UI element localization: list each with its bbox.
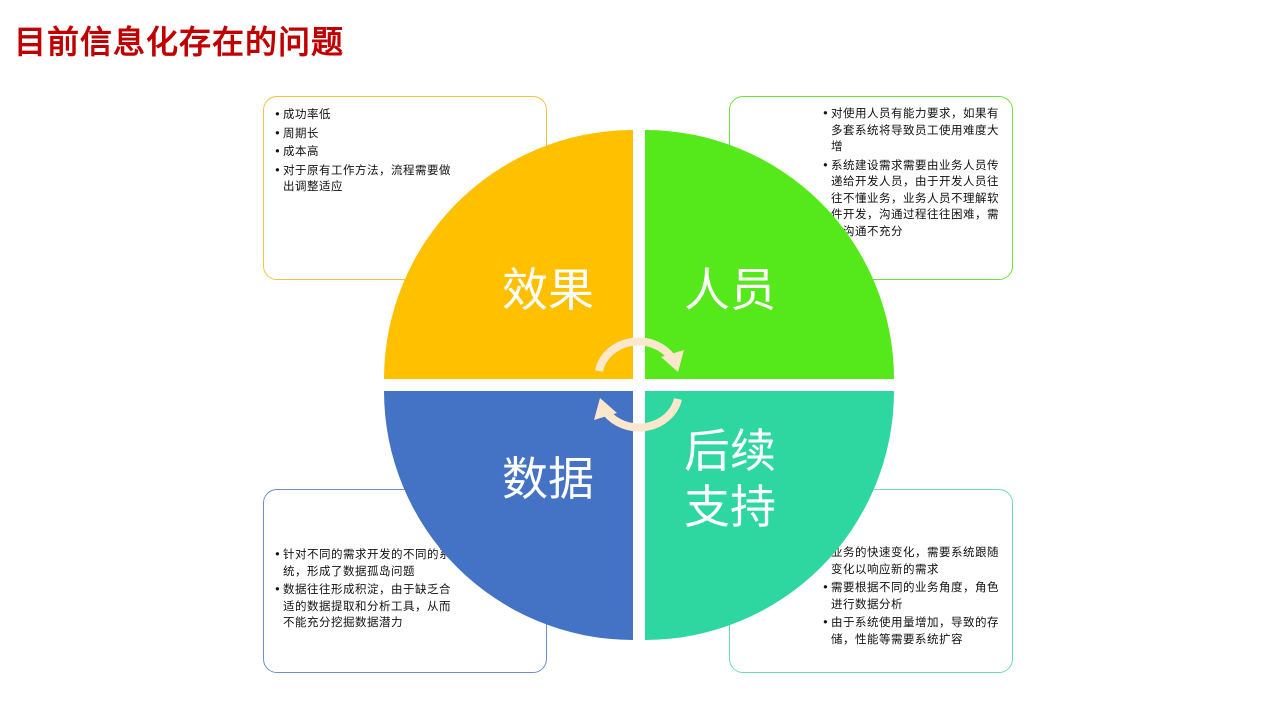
- bullet-item: 成本高: [274, 143, 459, 160]
- cycle-arrow-top-arc: [595, 337, 676, 372]
- personnel-bullet-list: 对使用人员有能力要求，如果有多套系统将导致员工使用难度大增 系统建设需求需要由业…: [822, 105, 1002, 241]
- support-bullet-list: 业务的快速变化，需要系统跟随变化以响应新的需求 需要根据不同的业务角度，角色进行…: [822, 544, 1004, 649]
- bullet-item: 由于系统使用量增加，导致的存储，性能等需要系统扩容: [822, 614, 1004, 647]
- data-quadrant: [384, 391, 633, 640]
- personnel-quadrant: [645, 130, 894, 379]
- bullet-item: 系统建设需求需要由业务人员传递给开发人员，由于开发人员往往不懂业务，业务人员不理…: [822, 157, 1002, 240]
- support-quadrant: [645, 391, 894, 640]
- cycle-arrow-bottom-arc: [602, 397, 682, 432]
- effect-label: 效果: [502, 263, 594, 317]
- cycle-arrow-top-head: [661, 350, 684, 372]
- bullet-item: 对于原有工作方法，流程需要做出调整适应: [274, 162, 459, 195]
- bullet-item: 针对不同的需求开发的不同的系统，形成了数据孤岛问题: [274, 546, 454, 579]
- cycle-arrows-icon: [594, 337, 684, 432]
- effect-bullet-list: 成功率低 周期长 成本高 对于原有工作方法，流程需要做出调整适应: [274, 106, 459, 197]
- bullet-item: 数据往往形成积淀，由于缺乏合适的数据提取和分析工具，从而不能充分挖掘数据潜力: [274, 581, 454, 631]
- slide-title: 目前信息化存在的问题: [14, 23, 345, 61]
- effect-quadrant: [384, 130, 633, 379]
- bullet-item: 业务的快速变化，需要系统跟随变化以响应新的需求: [822, 544, 1004, 577]
- data-label: 数据: [502, 452, 594, 506]
- bullet-item: 对使用人员有能力要求，如果有多套系统将导致员工使用难度大增: [822, 105, 1002, 155]
- bullet-item: 成功率低: [274, 106, 459, 123]
- data-bullet-list: 针对不同的需求开发的不同的系统，形成了数据孤岛问题 数据往往形成积淀，由于缺乏合…: [274, 546, 454, 633]
- bullet-item: 周期长: [274, 125, 459, 142]
- bullet-item: 需要根据不同的业务角度，角色进行数据分析: [822, 579, 1004, 612]
- cycle-arrow-bottom-head: [594, 398, 617, 420]
- support-label: 后续 支持: [684, 424, 776, 534]
- personnel-label: 人员: [684, 263, 776, 317]
